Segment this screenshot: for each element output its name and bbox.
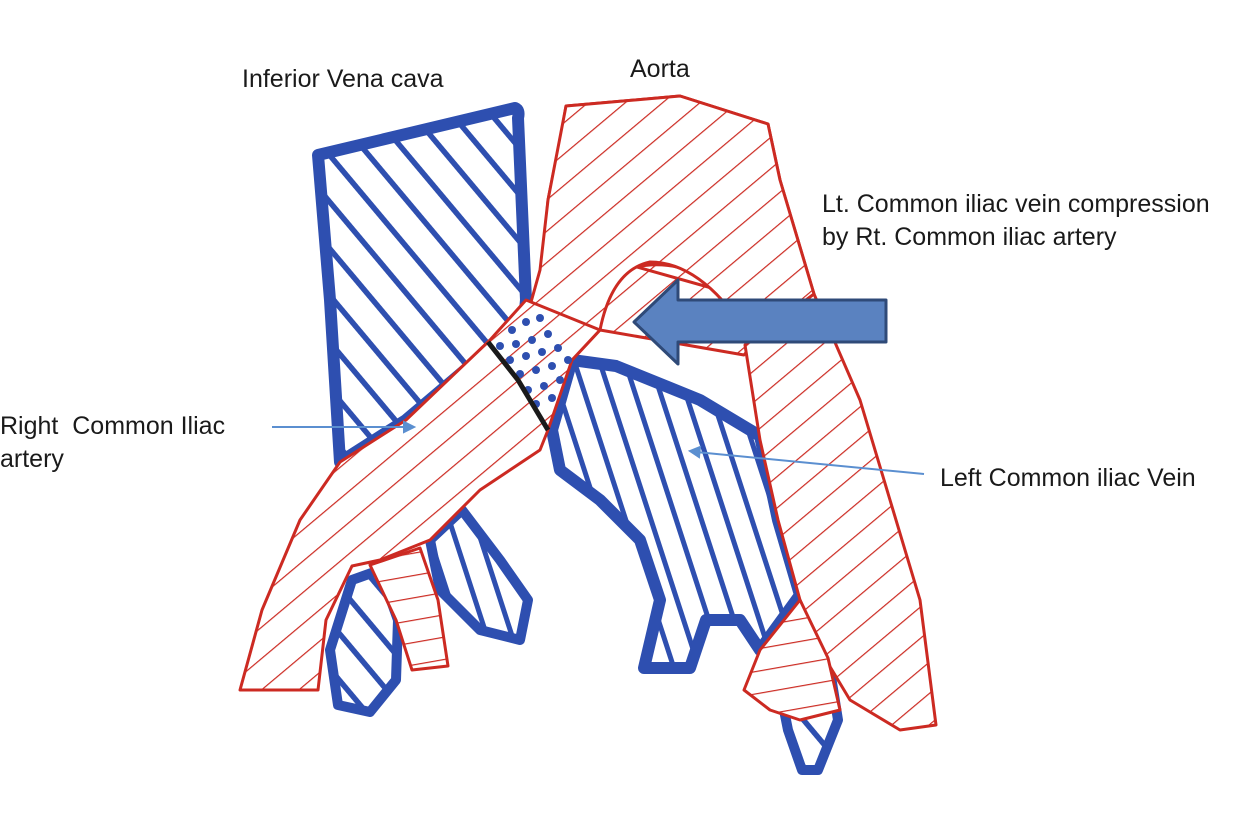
right-internal-iliac-vein bbox=[425, 505, 533, 645]
right-common-iliac-artery-label: Right Common Iliac artery bbox=[0, 410, 225, 476]
right-common-iliac-label-line1: Right Common Iliac bbox=[0, 412, 226, 440]
right-common-iliac-label-line2: artery bbox=[0, 445, 64, 473]
right-internal-iliac-artery bbox=[368, 546, 450, 672]
leader-lines bbox=[272, 420, 925, 475]
compression-label: Lt. Common iliac vein compression by Rt.… bbox=[822, 188, 1210, 254]
left-common-iliac-vein-label: Left Common iliac Vein bbox=[940, 464, 1196, 492]
aorta-label: Aorta bbox=[630, 55, 690, 83]
compression-edge bbox=[486, 340, 551, 432]
compression-arrow bbox=[632, 278, 888, 366]
compression-label-line2: by Rt. Common iliac artery bbox=[822, 223, 1117, 251]
right-common-iliac-artery bbox=[238, 298, 602, 692]
inferior-vena-cava-label: Inferior Vena cava bbox=[242, 65, 444, 93]
left-internal-iliac-artery bbox=[742, 598, 842, 722]
compression-zone bbox=[496, 314, 572, 408]
compression-label-line1: Lt. Common iliac vein compression bbox=[822, 190, 1210, 218]
left-common-iliac-vein bbox=[546, 354, 806, 674]
left-common-iliac-artery bbox=[743, 292, 938, 732]
